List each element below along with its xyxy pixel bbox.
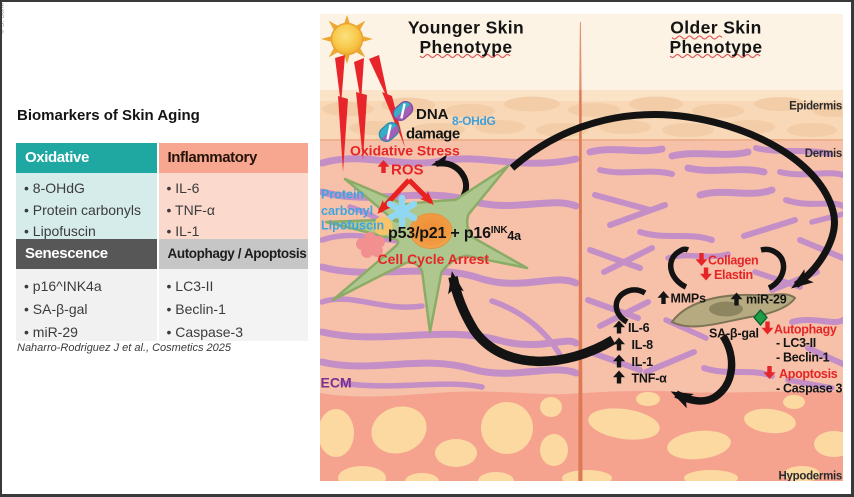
svg-text:ROS: ROS	[391, 162, 424, 179]
svg-text:MMPs: MMPs	[671, 292, 707, 306]
svg-text:Dermis: Dermis	[805, 148, 842, 160]
svg-text:IL-6: IL-6	[628, 321, 650, 335]
svg-text:Autophagy: Autophagy	[774, 323, 837, 337]
svg-text:Oxidative Stress: Oxidative Stress	[350, 143, 460, 159]
svg-text:SA-β-gal: SA-β-gal	[709, 327, 759, 341]
svg-text:Collagen: Collagen	[708, 254, 758, 268]
svg-text:carbonyl: carbonyl	[321, 204, 373, 218]
svg-text:Lipofuscin: Lipofuscin	[321, 219, 384, 233]
svg-text:IL-1: IL-1	[632, 355, 654, 369]
svg-text:- Beclin-1: - Beclin-1	[776, 351, 830, 365]
svg-text:TNF-α: TNF-α	[632, 372, 668, 386]
svg-text:- Caspase 3: - Caspase 3	[776, 382, 843, 396]
svg-text:Cell Cycle Arrest: Cell Cycle Arrest	[378, 251, 490, 267]
svg-text:p53/p21 + p16INK4a: p53/p21 + p16INK4a	[388, 225, 522, 243]
svg-text:DNA: DNA	[416, 106, 449, 123]
svg-text:miR-29: miR-29	[746, 293, 787, 307]
svg-text:- LC3-II: - LC3-II	[776, 336, 816, 350]
svg-text:Elastin: Elastin	[714, 268, 753, 282]
svg-text:Hypodermis: Hypodermis	[779, 471, 842, 482]
svg-text:8-OHdG: 8-OHdG	[452, 114, 496, 128]
svg-text:ECM: ECM	[321, 375, 352, 391]
svg-text:Apoptosis: Apoptosis	[779, 367, 838, 381]
svg-text:Younger Skin: Younger Skin	[408, 18, 524, 38]
svg-text:Phenotype: Phenotype	[669, 37, 762, 57]
svg-text:Epidermis: Epidermis	[789, 101, 842, 113]
svg-text:Protein: Protein	[321, 188, 364, 202]
svg-text:Older Skin: Older Skin	[670, 18, 762, 38]
svg-text:damage: damage	[406, 126, 460, 143]
svg-text:Phenotype: Phenotype	[419, 37, 512, 57]
svg-text:IL-8: IL-8	[632, 338, 654, 352]
